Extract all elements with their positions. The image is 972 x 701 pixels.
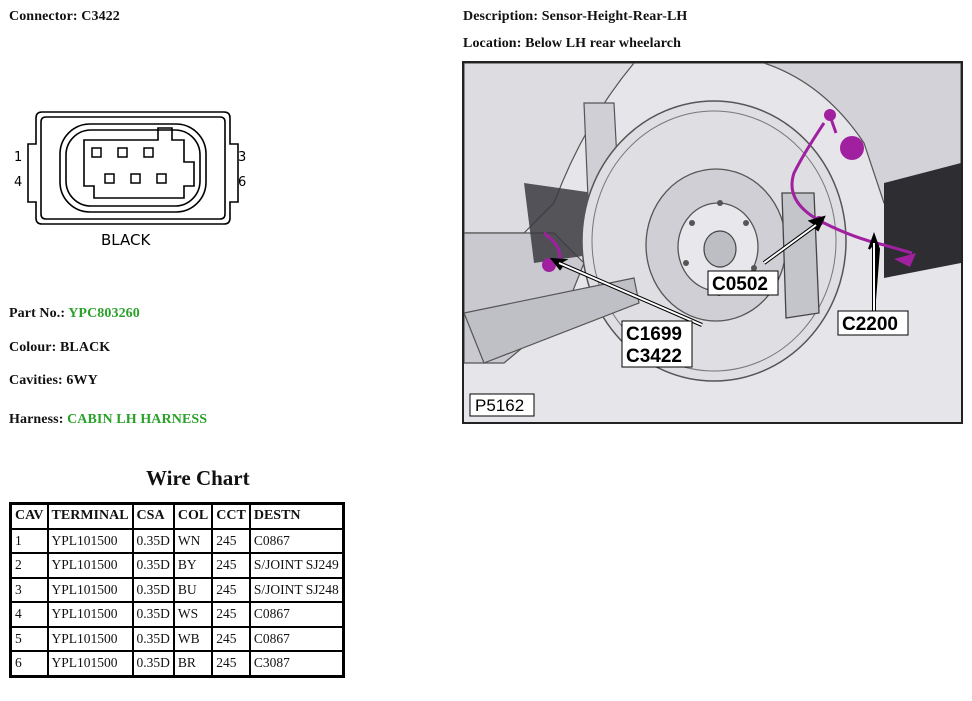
colour-value: BLACK [59,340,111,355]
description-label: Description: [463,9,539,24]
connector-value: C3422 [81,9,120,24]
table-row: 2 YPL101500 0.35D BY 245 S/JOINT SJ249 [9,552,345,579]
cell-cct: 245 [211,552,251,579]
cell-csa: 0.35D [131,576,175,603]
cell-destn: C0867 [248,601,345,628]
cavities-value: 6WY [66,373,98,388]
cell-csa: 0.35D [131,650,175,677]
cell-destn: S/JOINT SJ249 [248,552,345,579]
table-row: 6 YPL101500 0.35D BR 245 C3087 [9,650,345,677]
cell-destn: C3087 [248,650,345,677]
cavities-label: Cavities: [9,373,63,388]
cavities-line: Cavities: 6WY [9,373,98,389]
table-row: 1 YPL101500 0.35D WN 245 C0867 [9,527,345,554]
cell-destn: S/JOINT SJ248 [248,576,345,603]
cell-terminal: YPL101500 [46,625,134,652]
connector-label: Connector: [9,9,78,24]
cell-cav: 5 [9,625,49,652]
header-cav: CAV [9,502,49,530]
description-value: Sensor-Height-Rear-LH [541,9,688,24]
connector-colour-caption: BLACK [101,231,151,249]
connector-face-diagram: 1 4 3 6 BLACK [14,111,246,249]
cell-col: WN [172,527,214,554]
callout-c3422: C3422 [626,346,682,367]
pin-4-label: 4 [14,175,22,190]
harness-line: Harness: CABIN LH HARNESS [9,412,207,428]
location-illustration: C0502 C1699 C3422 C2200 P5162 [462,61,963,424]
wire-chart-title: Wire Chart [146,466,250,490]
cell-destn: C0867 [248,625,345,652]
cell-col: BR [172,650,214,677]
cell-csa: 0.35D [131,527,175,554]
part-no-value: YPC803260 [68,306,140,321]
table-row: 3 YPL101500 0.35D BU 245 S/JOINT SJ248 [9,576,345,603]
cell-terminal: YPL101500 [46,527,134,554]
cell-cct: 245 [211,625,251,652]
table-row: 5 YPL101500 0.35D WB 245 C0867 [9,625,345,652]
pin-3-label: 3 [238,150,246,165]
header-col: COL [172,502,214,530]
header-destn: DESTN [248,502,345,530]
callout-c2200: C2200 [842,314,898,335]
cell-csa: 0.35D [131,552,175,579]
description-line: Description: Sensor-Height-Rear-LH [463,9,687,25]
pin-1-label: 1 [14,150,22,165]
connector-cavities [91,147,167,184]
callout-c1699: C1699 [626,324,682,345]
cell-cav: 6 [9,650,49,677]
cell-col: WB [172,625,214,652]
location-line: Location: Below LH rear wheelarch [463,36,681,52]
wire-chart-table: CAV TERMINAL CSA COL CCT DESTN 1 YPL1015… [9,502,345,678]
part-no-line: Part No.: YPC803260 [9,306,140,322]
cell-cct: 245 [211,576,251,603]
header-csa: CSA [131,502,175,530]
cell-col: BU [172,576,214,603]
figure-ref: P5162 [475,396,524,415]
cell-cav: 2 [9,552,49,579]
header-cct: CCT [211,502,251,530]
cell-cct: 245 [211,601,251,628]
cell-cct: 245 [211,527,251,554]
colour-line: Colour: BLACK [9,340,110,356]
harness-label: Harness: [9,412,64,427]
wire-chart-header-row: CAV TERMINAL CSA COL CCT DESTN [9,502,345,530]
cell-terminal: YPL101500 [46,650,134,677]
part-no-label: Part No.: [9,306,66,321]
cell-terminal: YPL101500 [46,601,134,628]
cell-cct: 245 [211,650,251,677]
connector-line: Connector: C3422 [9,9,120,25]
cell-csa: 0.35D [131,601,175,628]
cell-csa: 0.35D [131,625,175,652]
cell-destn: C0867 [248,527,345,554]
cell-col: BY [172,552,214,579]
cell-terminal: YPL101500 [46,576,134,603]
colour-label: Colour: [9,340,57,355]
cell-terminal: YPL101500 [46,552,134,579]
cell-col: WS [172,601,214,628]
location-label: Location: [463,36,522,51]
cell-cav: 4 [9,601,49,628]
wheel-assembly-drawing: C0502 C1699 C3422 C2200 P5162 [464,63,961,422]
header-terminal: TERMINAL [46,502,134,530]
table-row: 4 YPL101500 0.35D WS 245 C0867 [9,601,345,628]
cell-cav: 3 [9,576,49,603]
callout-c0502: C0502 [712,274,768,295]
pin-6-label: 6 [238,175,246,190]
cell-cav: 1 [9,527,49,554]
harness-value: CABIN LH HARNESS [67,412,208,427]
location-value: Below LH rear wheelarch [525,36,681,51]
